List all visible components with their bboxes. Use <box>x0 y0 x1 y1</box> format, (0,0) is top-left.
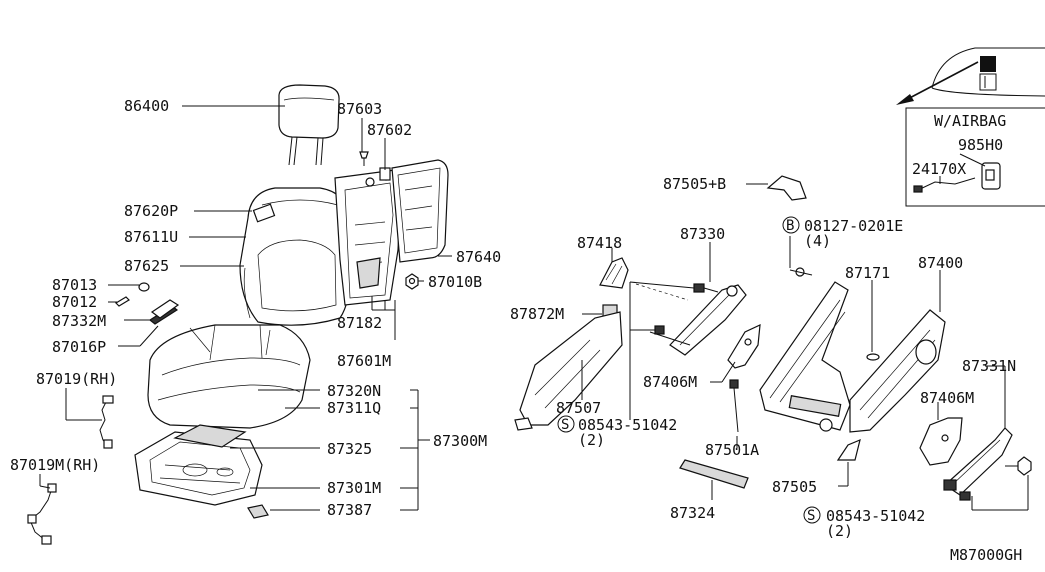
screw-symbol-s-icon <box>557 415 575 433</box>
leader-lines <box>39 105 1029 511</box>
label-87625: 87625 <box>124 257 169 275</box>
label-87320N: 87320N <box>327 382 381 400</box>
finisher-87507-part[interactable] <box>514 311 623 431</box>
bolt-right-part[interactable] <box>959 456 1032 501</box>
label-87400: 87400 <box>918 254 963 272</box>
label-87387: 87387 <box>327 501 372 519</box>
label-airbag-title: W/AIRBAG <box>934 112 1006 130</box>
cushion-frame-part[interactable] <box>134 431 263 506</box>
clip-87012-part[interactable] <box>115 296 130 307</box>
label-24170X: 24170X <box>912 160 966 178</box>
label-08543-left: 08543-51042 <box>578 416 677 434</box>
bolt-symbol-b-icon <box>782 216 800 234</box>
label-87330: 87330 <box>680 225 725 243</box>
label-87507: 87507 <box>556 399 601 417</box>
label-08543-left-qty: (2) <box>578 431 605 449</box>
strip-87324-part[interactable] <box>679 459 749 489</box>
motor-87501A-part[interactable] <box>729 379 739 433</box>
pad-87387-part[interactable] <box>247 504 269 519</box>
label-87603: 87603 <box>337 100 382 118</box>
seat-cushion-trim-part[interactable] <box>147 324 311 429</box>
seat-slide-frame-part[interactable] <box>759 267 946 433</box>
label-86400: 86400 <box>124 97 169 115</box>
label-87012: 87012 <box>52 293 97 311</box>
nut-87010B-part[interactable] <box>405 273 419 290</box>
label-87640: 87640 <box>456 248 501 266</box>
symbol-b: B <box>786 218 794 234</box>
label-87601M: 87601M <box>337 352 391 370</box>
harness-87019-part[interactable] <box>99 395 114 449</box>
label-87406M-left: 87406M <box>643 373 697 391</box>
part-labels: 86400 87603 87602 87620P 87611U 87640 87… <box>10 97 1022 564</box>
label-87019M-rh: 87019M(RH) <box>10 456 100 474</box>
label-08543-right: 08543-51042 <box>826 507 925 525</box>
seat-back-frame-part[interactable] <box>334 169 401 306</box>
symbol-s-left: S <box>561 417 569 433</box>
label-87171: 87171 <box>845 264 890 282</box>
label-87611U: 87611U <box>124 228 178 246</box>
label-87013: 87013 <box>52 276 97 294</box>
pad-87325-part[interactable] <box>173 424 247 448</box>
cover-87406M-left-part[interactable] <box>727 324 761 369</box>
label-08127: 08127-0201E <box>804 217 903 235</box>
sensor-985H0-part[interactable] <box>981 162 1001 190</box>
label-87324: 87324 <box>670 504 715 522</box>
label-87019-rh: 87019(RH) <box>36 370 117 388</box>
label-08127-qty: (4) <box>804 232 831 250</box>
seat-back-trim-part[interactable] <box>239 187 351 326</box>
adjuster-87330-part[interactable] <box>649 284 747 356</box>
label-87418: 87418 <box>577 234 622 252</box>
label-87301M: 87301M <box>327 479 381 497</box>
car-orientation-icon <box>896 47 1045 105</box>
harness-87019M-part[interactable] <box>27 483 57 545</box>
label-87010B: 87010B <box>428 273 482 291</box>
label-87872M: 87872M <box>510 305 564 323</box>
label-985H0: 985H0 <box>958 136 1003 154</box>
cover-87406M-right-part[interactable] <box>919 417 963 466</box>
clip-87418-part[interactable] <box>599 257 629 289</box>
cap-87171-part[interactable] <box>866 353 880 361</box>
label-87182: 87182 <box>337 314 382 332</box>
bolt-lower-left-part[interactable] <box>654 325 665 335</box>
label-87332M: 87332M <box>52 312 106 330</box>
label-87311Q: 87311Q <box>327 399 381 417</box>
label-87406M-right: 87406M <box>920 389 974 407</box>
label-87505: 87505 <box>772 478 817 496</box>
airbag-inset-box <box>905 107 1045 207</box>
label-87505B: 87505+B <box>663 175 726 193</box>
bolt-upper-part[interactable] <box>693 283 719 293</box>
label-08543-right-qty: (2) <box>826 522 853 540</box>
bracket-87505-part[interactable] <box>836 438 861 461</box>
clip-87603-part[interactable] <box>359 151 369 166</box>
symbol-s-right: S <box>807 508 815 524</box>
bracket-87505B-part[interactable] <box>766 175 807 201</box>
label-87300M: 87300M <box>433 432 487 450</box>
back-board-part[interactable] <box>391 159 449 263</box>
label-87501A: 87501A <box>705 441 759 459</box>
diagram-code: M87000GH <box>950 546 1022 564</box>
headrest-part[interactable] <box>278 84 340 166</box>
cap-87013-part[interactable] <box>138 282 150 292</box>
label-87602: 87602 <box>367 121 412 139</box>
label-87325: 87325 <box>327 440 372 458</box>
label-87620P: 87620P <box>124 202 178 220</box>
label-87331N: 87331N <box>962 357 1016 375</box>
harness-24170X-part[interactable] <box>913 177 976 193</box>
screw-symbol-s-right-icon <box>803 506 821 524</box>
label-87016P: 87016P <box>52 338 106 356</box>
knob-87016P-part[interactable] <box>150 299 180 319</box>
